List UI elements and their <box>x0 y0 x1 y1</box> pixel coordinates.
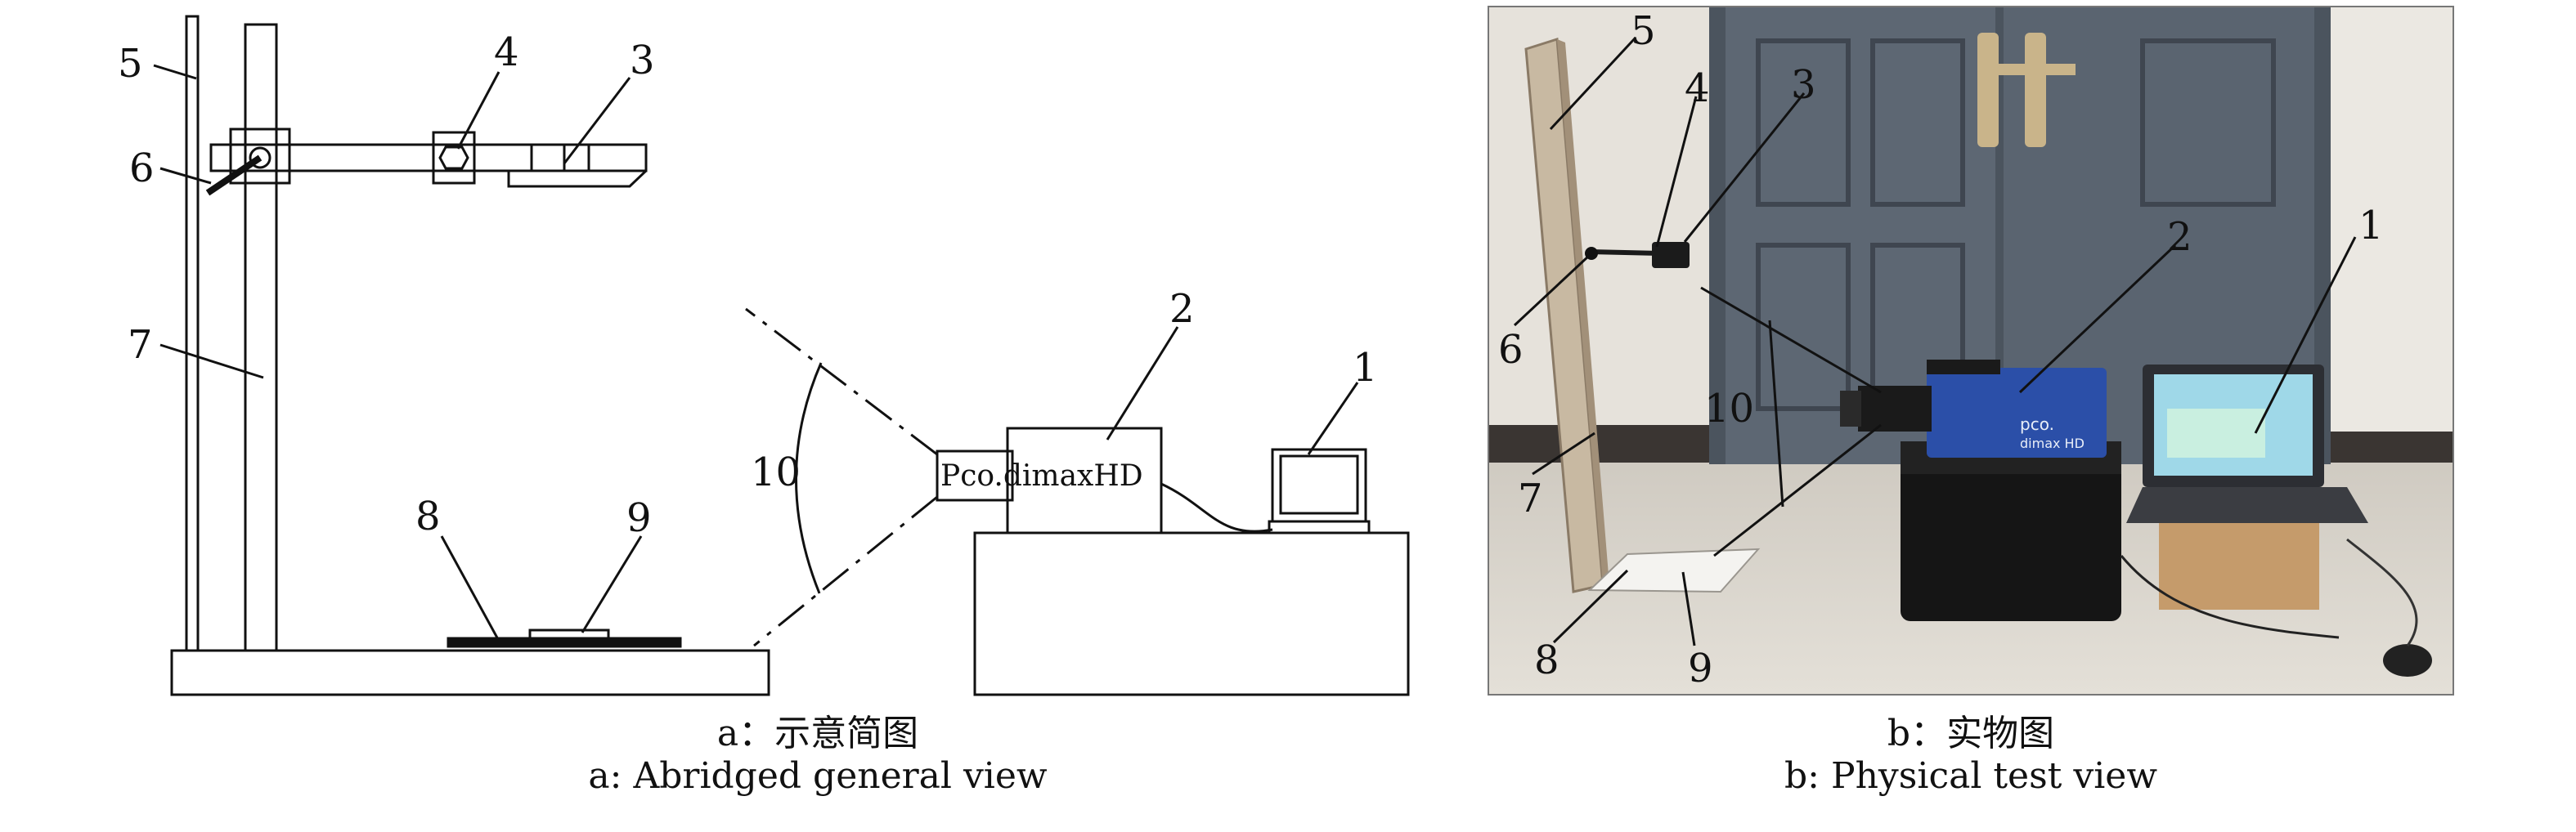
schematic-labels: 1 2 3 4 5 6 7 8 9 10 Pco.dimaxHD <box>118 29 1378 541</box>
door-handle-left-icon <box>1977 33 1999 147</box>
photo-label-10: 10 <box>1704 386 1754 432</box>
photo-leader-6 <box>1513 253 1591 327</box>
clamp-block <box>229 127 291 185</box>
photo-mouse-icon <box>2383 644 2432 677</box>
label-5: 5 <box>118 41 143 87</box>
photo-camera-case <box>1901 458 2121 621</box>
photo-labels: 1 2 3 4 5 6 7 8 9 10 <box>1498 8 2384 691</box>
photo-leader-5 <box>1549 36 1637 131</box>
photo-label-4: 4 <box>1685 65 1710 111</box>
sample-9[interactable] <box>528 628 610 640</box>
leader-8 <box>440 535 500 642</box>
door-handle-bar-right <box>2046 64 2076 75</box>
caption-left-en: a: Abridged general view <box>588 755 1048 797</box>
door-handle-bar-left <box>1999 64 2028 75</box>
ruler-5 <box>185 15 200 652</box>
door-panel-1 <box>1756 38 1851 207</box>
camera-cable <box>1160 482 1273 533</box>
photo-label-2: 2 <box>2167 214 2192 260</box>
door-panel-5 <box>2140 38 2276 207</box>
vertical-column-7 <box>244 23 278 652</box>
photo-sample-board <box>1587 548 1761 593</box>
hex-nut-block-4 <box>432 131 476 185</box>
camera-lens-box <box>936 450 1014 502</box>
leader-1 <box>1307 382 1359 455</box>
photo-cardboard-box <box>2159 520 2319 610</box>
photo-camera-handle <box>1927 360 2000 374</box>
door-panel-3 <box>1756 243 1851 411</box>
caption-left-cn: a：示意简图 <box>716 713 919 754</box>
label-2: 2 <box>1169 286 1195 332</box>
laptop-screen <box>1271 448 1367 523</box>
photo-screen-plot <box>2167 409 2265 458</box>
photo-label-5: 5 <box>1631 8 1656 54</box>
photo-right-wall <box>2331 7 2453 432</box>
photo-leader-7 <box>1532 432 1595 476</box>
photo-ruler-edge <box>1557 39 1609 585</box>
photo-arm <box>1589 249 1661 256</box>
photo-leader-1 <box>2254 236 2357 434</box>
photo-view-upper <box>1700 286 1882 394</box>
laptop-base <box>1268 520 1371 535</box>
photo-light-source <box>1652 242 1690 268</box>
light-source-3 <box>507 143 648 188</box>
photo-leader-4 <box>1655 96 1698 248</box>
caption-right-cn: b：实物图 <box>1887 713 2055 754</box>
photo-camera-model: dimax HD <box>2020 436 2085 451</box>
photo-laptop-cable <box>2120 555 2340 639</box>
photo-laptop-base <box>2126 487 2368 523</box>
label-1: 1 <box>1353 345 1378 391</box>
knob-6 <box>249 146 272 169</box>
label-4: 4 <box>494 29 519 75</box>
photo-label-3: 3 <box>1791 62 1816 108</box>
photo-label-7: 7 <box>1518 476 1543 521</box>
photo-leader-8 <box>1552 569 1629 644</box>
photo-label-8: 8 <box>1534 637 1560 683</box>
photo-camera-lens <box>1858 386 1932 432</box>
caption-right: b：实物图 b: Physical test view <box>1562 713 2380 798</box>
photo-view-lower <box>1713 423 1882 557</box>
photo-leader-9 <box>1681 571 1696 646</box>
caption-right-en: b: Physical test view <box>1784 755 2157 797</box>
camera-table <box>973 531 1410 696</box>
label-7: 7 <box>128 322 153 368</box>
leader-2 <box>1106 326 1179 441</box>
view-field-lower <box>753 495 938 647</box>
camera-label: Pco.dimaxHD <box>940 459 1143 493</box>
leader-3 <box>563 77 631 164</box>
photo-label-6: 6 <box>1498 327 1524 373</box>
label-6: 6 <box>129 145 155 191</box>
door-panel-2 <box>1870 38 1965 207</box>
leader-7 <box>159 343 264 379</box>
label-10: 10 <box>751 450 801 495</box>
schematic-diagram <box>153 15 1410 696</box>
label-3: 3 <box>630 38 655 83</box>
base-plate <box>170 649 770 696</box>
label-8: 8 <box>415 494 441 539</box>
photo-leader-3 <box>1683 92 1806 243</box>
door-handle-right-icon <box>2025 33 2046 147</box>
caption-left: a：示意简图 a: Abridged general view <box>409 713 1227 798</box>
photo-label-1: 1 <box>2358 203 2384 248</box>
photo-leader-2 <box>2018 244 2177 394</box>
leader-4 <box>456 71 500 150</box>
view-field-arc-10 <box>795 362 823 594</box>
photo-camera-brand: pco. <box>2020 414 2054 434</box>
leader-6 <box>159 167 212 185</box>
photo-view-arc <box>1768 320 1784 508</box>
photo-mouse-cable <box>2346 538 2418 646</box>
label-9: 9 <box>626 495 652 541</box>
photo-label-9: 9 <box>1688 646 1713 691</box>
leader-9 <box>581 535 643 633</box>
photo-camera-body <box>1927 368 2107 458</box>
knob-screw-6 <box>205 154 263 196</box>
photo-lens-front <box>1840 391 1861 427</box>
leader-5 <box>153 64 197 80</box>
camera-body <box>1006 427 1163 535</box>
photo-border <box>1488 6 2454 696</box>
hex-nut-4 <box>438 145 469 170</box>
photo-illustration: pco. dimax HD <box>1488 6 2454 696</box>
laptop-screen-inner <box>1279 454 1359 515</box>
view-field-upper <box>745 307 938 456</box>
